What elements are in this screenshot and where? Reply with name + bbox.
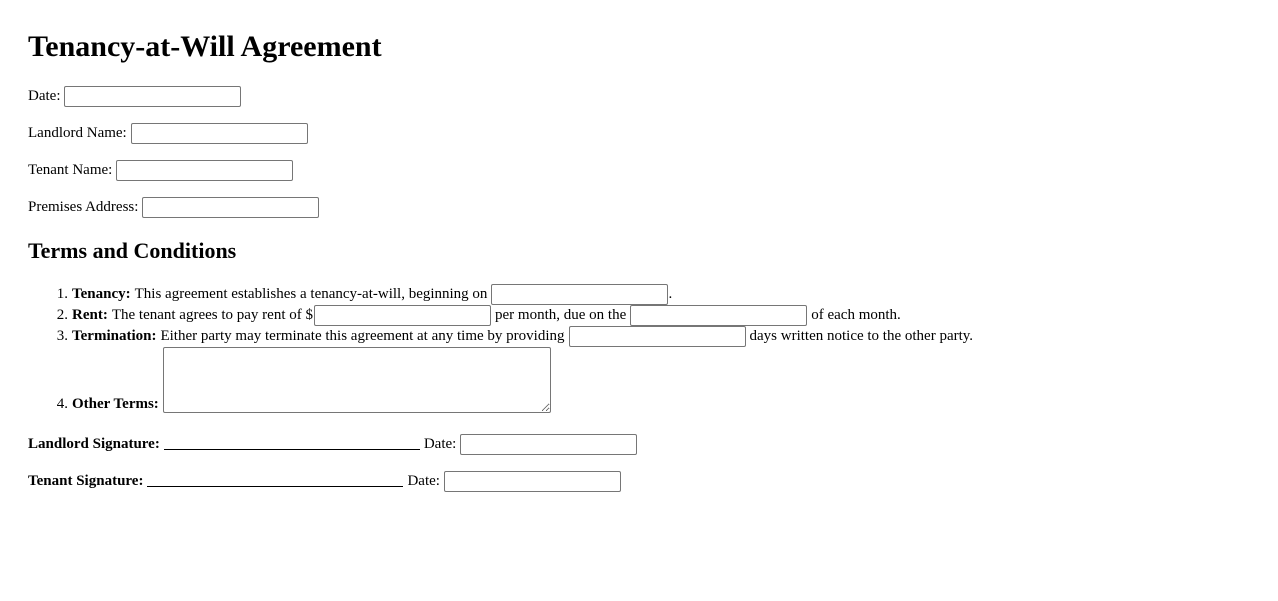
term-text: Either party may terminate this agreemen… — [160, 328, 565, 344]
landlord-signature-line[interactable] — [163, 435, 420, 450]
landlord-signature-date-label: Date: — [423, 436, 457, 452]
tenant-signature-label: Tenant Signature: — [28, 472, 144, 489]
tenancy-start-input[interactable] — [491, 284, 669, 305]
date-input[interactable] — [64, 85, 242, 107]
date-label: Date: — [28, 88, 61, 104]
term-item-other: 4. Other Terms: — [28, 347, 551, 413]
term-text: The tenant agrees to pay rent of $ — [111, 307, 313, 323]
rent-amount-input[interactable] — [314, 305, 491, 326]
term-label: Tenancy: — [72, 286, 131, 302]
term-text-after: of each month. — [811, 307, 901, 323]
term-item-rent: 2. Rent: The tenant agrees to pay rent o… — [28, 305, 901, 326]
term-text-after: days written notice to the other party. — [749, 328, 974, 344]
term-label: Other Terms: — [72, 396, 159, 412]
landlord-name-label: Landlord Name: — [28, 125, 127, 141]
landlord-name-row: Landlord Name: — [28, 122, 308, 144]
term-text-middle: per month, due on the — [495, 307, 627, 323]
term-item-termination: 3. Termination: Either party may termina… — [28, 326, 973, 347]
tenant-name-row: Tenant Name: — [28, 159, 294, 181]
term-text: This agreement establishes a tenancy-at-… — [134, 286, 488, 302]
tenant-signature-row: Tenant Signature: Date: — [28, 470, 621, 492]
terms-heading: Terms and Conditions — [28, 238, 237, 263]
tenant-signature-date-input[interactable] — [443, 470, 621, 492]
term-number: 3. — [56, 328, 68, 344]
term-number: 2. — [56, 307, 68, 323]
landlord-signature-label: Landlord Signature: — [28, 435, 160, 452]
term-text-after: . — [668, 286, 673, 302]
rent-due-day-input[interactable] — [630, 305, 808, 326]
term-number: 1. — [56, 286, 68, 302]
premises-address-label: Premises Address: — [28, 199, 139, 215]
term-number: 4. — [56, 396, 68, 412]
premises-address-input[interactable] — [142, 196, 320, 218]
page-title: Tenancy-at-Will Agreement — [28, 30, 382, 63]
other-terms-textarea[interactable] — [162, 347, 551, 413]
term-label: Termination: — [72, 328, 157, 344]
tenant-signature-line[interactable] — [147, 472, 404, 487]
tenant-name-input[interactable] — [116, 159, 294, 181]
landlord-signature-date-input[interactable] — [460, 433, 638, 455]
term-label: Rent: — [72, 307, 108, 323]
premises-address-row: Premises Address: — [28, 196, 320, 218]
tenant-name-label: Tenant Name: — [28, 162, 113, 178]
landlord-signature-row: Landlord Signature: Date: — [28, 433, 638, 455]
date-row: Date: — [28, 85, 242, 107]
term-item-tenancy: 1. Tenancy: This agreement establishes a… — [28, 284, 672, 305]
tenant-signature-date-label: Date: — [407, 473, 440, 489]
landlord-name-input[interactable] — [130, 122, 308, 144]
notice-days-input[interactable] — [568, 326, 746, 347]
